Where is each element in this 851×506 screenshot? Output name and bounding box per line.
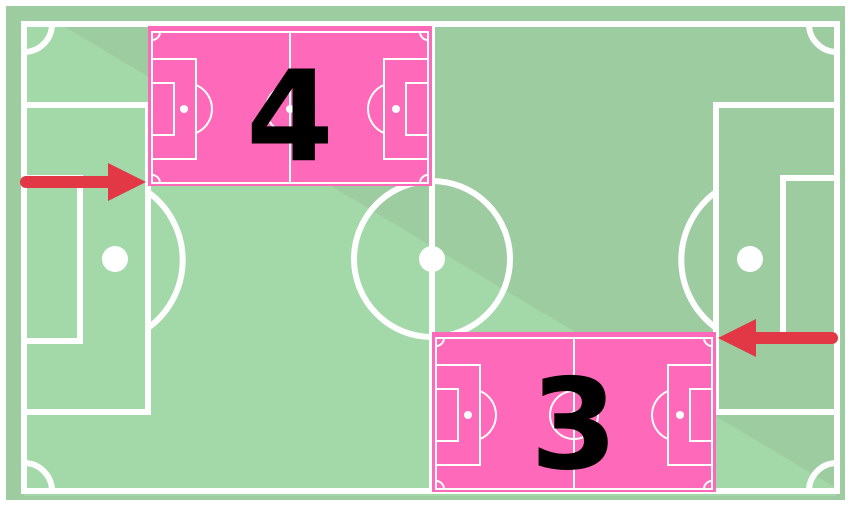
zone-3-right-spot [676, 411, 684, 419]
zone-4-right-spot [392, 105, 400, 113]
right-penalty-spot [737, 246, 763, 272]
zone-4: 4 [148, 26, 432, 190]
left-penalty-spot [102, 246, 128, 272]
zone-4-left-spot [180, 105, 188, 113]
zone-3: 3 [432, 332, 716, 498]
zone-4-number: 4 [246, 43, 334, 190]
zone-3-left-spot [464, 411, 472, 419]
zone-3-number: 3 [530, 351, 618, 498]
centre-spot [419, 246, 445, 272]
